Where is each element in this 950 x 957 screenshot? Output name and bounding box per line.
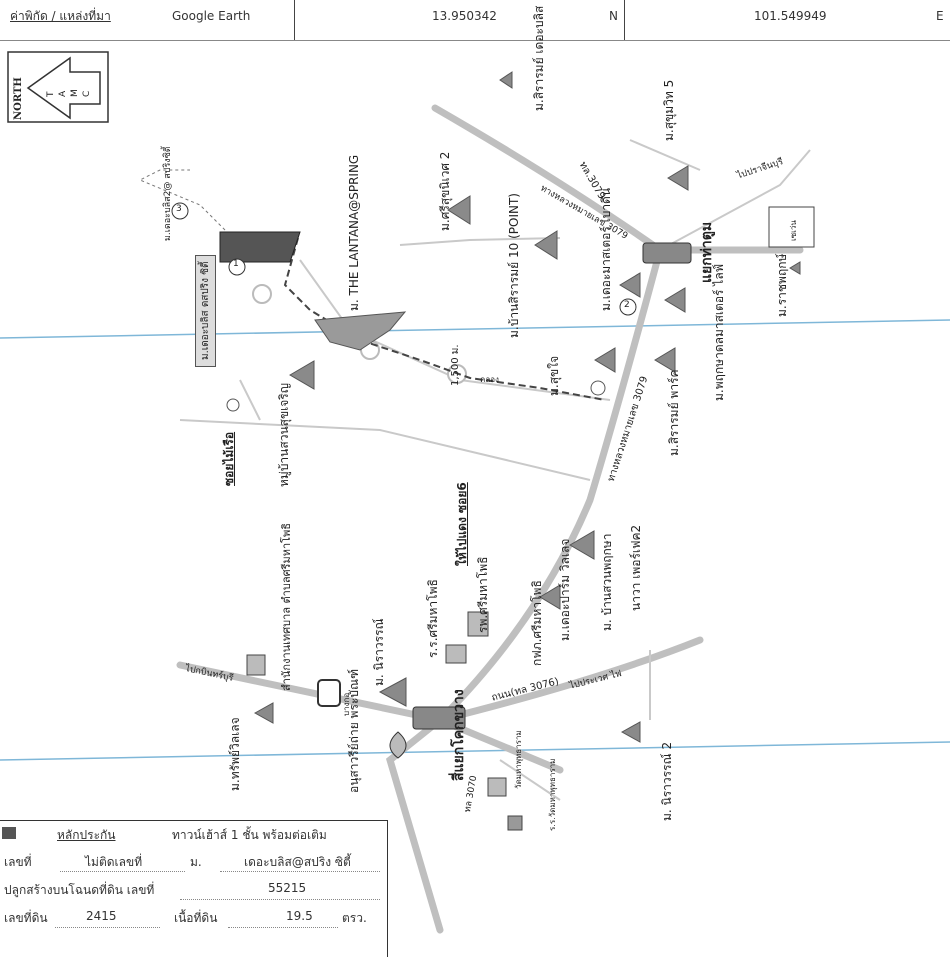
marker-number-3: 3 <box>176 204 182 214</box>
subject-plot <box>219 231 301 263</box>
village-icons <box>253 71 801 743</box>
coord-source-label: ค่าพิกัด / แหล่งที่มา <box>10 9 111 23</box>
area-value: 19.5 <box>286 909 313 923</box>
area-unit: ตรว. <box>342 911 367 925</box>
scan-line <box>0 741 950 761</box>
marker-3 <box>171 202 189 220</box>
dotted-line <box>228 927 338 928</box>
north-arrow-icon <box>26 56 101 120</box>
office-icon <box>246 654 266 676</box>
minor-roads <box>179 139 811 801</box>
latitude-dir: N <box>609 9 618 23</box>
dotted-line <box>55 927 160 928</box>
compass-letter: A <box>58 90 68 97</box>
bank-icon <box>317 679 341 707</box>
place-niraramon2: ม. นิราวรรณ์ 2 <box>660 741 674 821</box>
place-sirarom10: ม.บ้านสิรารมย์ 10 (POINT) <box>507 193 521 338</box>
wat-school-icon <box>507 815 523 831</box>
location-map: NORTH T A M C ม. THE LANTANA@SPRING ม.เด… <box>0 6 950 956</box>
pond-icon <box>226 398 240 412</box>
longitude-dir: E <box>936 9 944 23</box>
house-no-value: ไม่ติดเลขที่ <box>85 855 143 869</box>
place-suan-sukcharoen: หมู่บ้านสวนสุขเจริญ <box>277 383 291 487</box>
boundary-line <box>138 169 226 231</box>
collateral-info-box: หลักประกัน ทาวน์เฮ้าส์ 1 ชั้น พร้อมต่อเต… <box>0 820 388 957</box>
marker-1 <box>228 258 246 276</box>
compass-letter: T <box>46 91 56 98</box>
latitude-value: 13.950342 <box>432 9 497 23</box>
place-nava: นาวา เพอร์เฟค2 <box>629 524 643 611</box>
place-seven: เซเว่น <box>789 220 798 241</box>
place-bliss2: ม.เดอะบลิส2@ สปริงซิตี้ <box>163 146 173 241</box>
north-label: NORTH <box>13 77 24 120</box>
place-suan-pruksa: ม. บ้านสวนพฤกษา <box>600 533 614 631</box>
place-rachapruk: ม.ราชพฤกษ์ <box>775 253 789 317</box>
marker-number-1: 1 <box>233 259 239 269</box>
dotted-line <box>220 871 380 872</box>
built-on-label: ปลูกสร้างบนโฉนดที่ดิน เลขที่ <box>4 883 155 897</box>
marker-2 <box>619 298 637 316</box>
area-label: เนื้อที่ดิน <box>174 911 218 925</box>
collateral-label: หลักประกัน <box>57 828 116 842</box>
place-wat: วัดมหาพุทธาราม <box>514 730 523 789</box>
compass-letter: C <box>82 90 92 97</box>
place-master-life: ม.พฤกษาดลมาสเตอร์ ไลฟ์ <box>712 263 726 401</box>
dotted-line <box>60 871 185 872</box>
traffic-light-icon <box>642 242 692 264</box>
coord-source: Google Earth <box>172 9 251 23</box>
scan-line <box>0 319 950 339</box>
place-sap-village: ม.ทรัพย์วิลเลจ <box>228 717 242 791</box>
compass-letter: M <box>70 89 80 97</box>
soi-mai-ruea: ซอยไม้เรือ <box>222 431 236 486</box>
place-monument: อนุสาวรีย์ถ่าย พระบัณฑ์ <box>347 668 361 793</box>
place-sirarom-bliss: ม.สิรารมย์ เดอะบลิส <box>532 5 546 111</box>
traffic-light-icon <box>412 706 466 730</box>
roundabout <box>252 284 272 304</box>
place-pea-sri: กฟภ.ศรีมหาโพธิ <box>530 580 544 666</box>
longitude-value: 101.549949 <box>754 9 827 23</box>
distance-label: 1,500 ม. <box>450 344 461 386</box>
place-sirarom-park: ม.สิรารมย์ พาร์ค <box>667 369 681 456</box>
marker-number-2: 2 <box>624 300 630 310</box>
klong-label: คลอง <box>480 375 499 384</box>
pond-icon <box>590 380 606 396</box>
temple-icon <box>487 777 507 797</box>
land-no-value: 2415 <box>86 909 117 923</box>
header-divider <box>624 0 625 40</box>
subject-label-box: ม.เดอะบลิส ดสปริง ซิตี้ <box>195 254 216 367</box>
collateral-type: ทาวน์เฮ้าส์ 1 ชั้น พร้อมต่อเติม <box>172 828 327 842</box>
place-lantana: ม. THE LANTANA@SPRING <box>347 154 361 311</box>
landmark-icon <box>389 731 407 759</box>
land-no-label: เลขที่ดิน <box>4 911 48 925</box>
junction-kok-kwang: สี่แยกโคกขวาง <box>451 689 467 781</box>
house-no-label: เลขที่ <box>4 855 32 869</box>
hospital-icon <box>467 611 489 637</box>
soi6-label: ให้ไปแดง ซอย6 <box>455 482 469 566</box>
place-hospital: รพ.ศรีมหาโพธิ <box>476 556 490 633</box>
village-label: ม. <box>190 855 202 869</box>
school-icon <box>445 644 467 664</box>
place-sirisuk2: ม.ศรีสุขนิเวศ 2 <box>438 151 452 231</box>
dotted-line <box>180 899 380 900</box>
seven-eleven-icon <box>768 206 815 248</box>
place-palm-village: ม.เดอะปาร์ม วิลเลจ <box>558 538 572 641</box>
collateral-swatch <box>2 827 16 839</box>
place-sukjai: ม.สุขใจ <box>547 355 561 396</box>
place-school: ร.ร.ศรีมหาโพธิ <box>426 579 440 658</box>
compass-box <box>7 51 109 123</box>
place-master-baodin: ม.เดอะมาสเตอร์ เบาดีน <box>599 187 613 311</box>
main-roads <box>176 104 804 934</box>
lantana-plot <box>314 311 407 351</box>
coordinate-header: ค่าพิกัด / แหล่งที่มา Google Earth 13.95… <box>0 0 950 41</box>
header-bottom-line <box>0 40 950 41</box>
place-office: สำนักงานเทศบาล ตำบลศรีมหาโพธิ <box>280 522 293 691</box>
place-wat-school: ร.ร.วัดมหาพุทธาราม <box>548 758 557 831</box>
village-value: เดอะบลิส@สปริง ซิตี้ <box>244 855 351 869</box>
map-canvas <box>0 51 950 934</box>
place-bank: บางกอ <box>342 692 351 716</box>
place-sukhumvit5: ม.สุขุมวิท 5 <box>662 79 676 141</box>
header-divider <box>294 0 295 40</box>
deed-no-value: 55215 <box>268 881 307 895</box>
place-niraramon: ม. นิราวรรณ์ <box>372 618 386 686</box>
